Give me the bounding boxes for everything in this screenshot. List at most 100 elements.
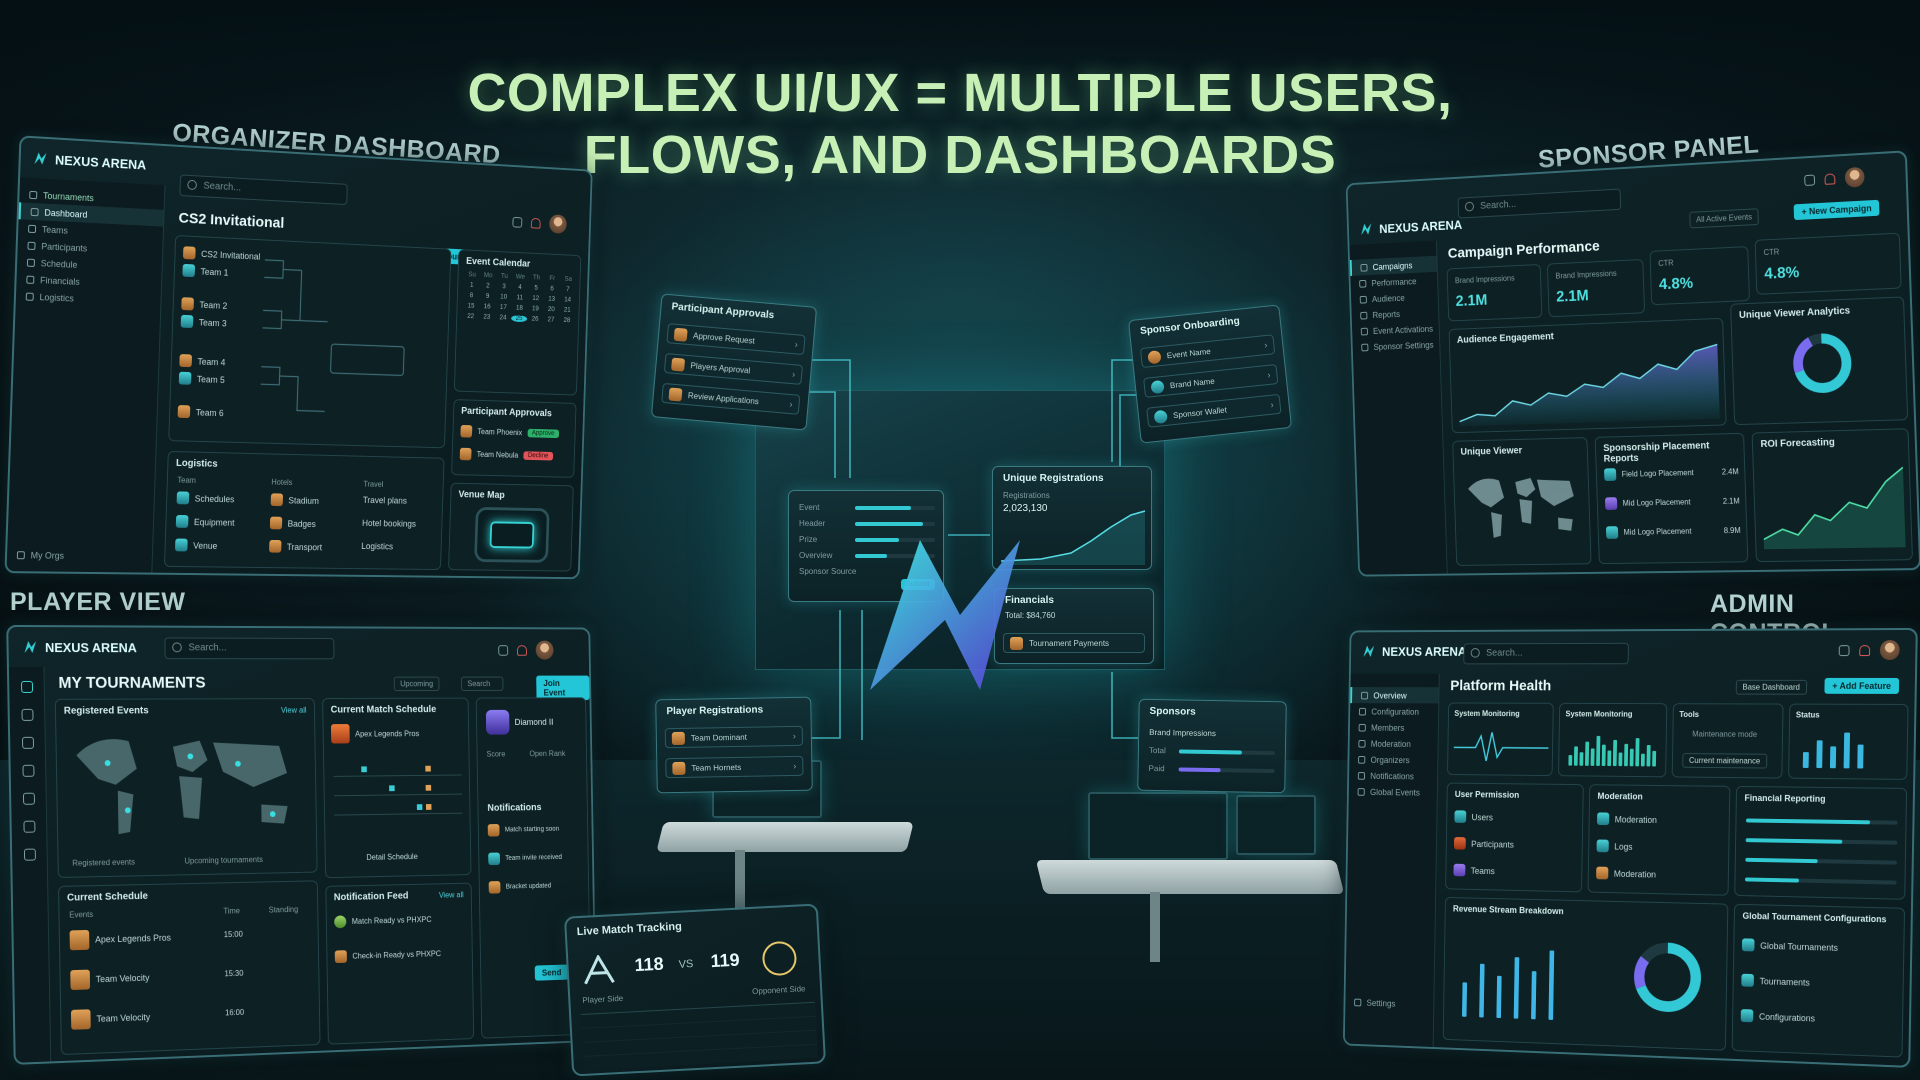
feed-item[interactable]: Match Ready vs PHXPC xyxy=(334,913,432,929)
calendar-date[interactable]: 11 xyxy=(516,294,524,302)
flow-row[interactable]: Brand Name› xyxy=(1143,364,1279,398)
sidebar-nav-icon[interactable] xyxy=(21,764,35,777)
notification-row[interactable]: Bracket updated xyxy=(488,880,552,894)
schedule-row[interactable]: Apex Legends Pros xyxy=(69,928,172,951)
flow-row[interactable]: Players Approval› xyxy=(663,352,803,385)
flow-row[interactable]: Team Dominant› xyxy=(664,725,804,749)
detail-schedule-button[interactable]: Detail Schedule xyxy=(366,852,418,862)
notification-row[interactable]: Match starting soon xyxy=(487,823,560,837)
flow-row[interactable]: Tournament Payments xyxy=(1003,633,1145,653)
flow-row[interactable]: Event Name› xyxy=(1139,334,1276,369)
sidebar-item-overview[interactable]: Overview xyxy=(1350,687,1439,704)
calendar-date[interactable]: 19 xyxy=(531,305,539,313)
bell-icon[interactable] xyxy=(1824,172,1836,185)
calendar-date[interactable]: 12 xyxy=(532,295,540,303)
calendar-date[interactable]: 1 xyxy=(469,281,474,289)
add-feature-button[interactable]: + Add Feature xyxy=(1824,677,1900,694)
settings-icon[interactable] xyxy=(1804,174,1816,186)
calendar-date[interactable]: 22 xyxy=(467,313,475,321)
moderation-row[interactable]: Moderation xyxy=(1596,866,1656,881)
new-campaign-button[interactable]: + New Campaign xyxy=(1793,199,1880,221)
feed-item[interactable]: Check-in Ready vs PHXPC xyxy=(334,947,441,964)
permission-row[interactable]: Users xyxy=(1454,810,1493,823)
avatar[interactable] xyxy=(535,640,554,660)
sidebar-item-settings[interactable]: Settings xyxy=(1345,994,1396,1012)
sponsor-event-filter[interactable]: All Active Events xyxy=(1689,208,1759,229)
flow-row[interactable]: Sponsor Wallet› xyxy=(1146,393,1282,428)
calendar-date[interactable]: 10 xyxy=(500,293,508,301)
config-row[interactable]: Global Tournaments xyxy=(1741,938,1838,954)
permission-row[interactable]: Teams xyxy=(1453,863,1495,877)
sidebar-nav-icon[interactable] xyxy=(22,820,35,833)
notification-row[interactable]: Team invite received xyxy=(488,851,562,866)
sidebar-nav-icon[interactable] xyxy=(20,680,33,693)
config-row[interactable]: Tournaments xyxy=(1741,973,1810,989)
flow-row[interactable]: Approve Request› xyxy=(666,323,806,356)
sidebar-item-sponsor-settings[interactable]: Sponsor Settings xyxy=(1352,336,1439,355)
sidebar-nav-icon[interactable] xyxy=(23,848,36,861)
calendar-date[interactable]: 28 xyxy=(563,317,571,325)
calendar-date[interactable]: 24 xyxy=(499,314,507,322)
avatar[interactable] xyxy=(1844,166,1865,188)
permission-row[interactable]: Participants xyxy=(1453,837,1514,851)
calendar-date[interactable]: 20 xyxy=(547,306,555,314)
moderation-row[interactable]: Moderation xyxy=(1597,812,1657,826)
bell-icon[interactable] xyxy=(516,644,527,656)
sidebar-item-configuration[interactable]: Configuration xyxy=(1350,703,1438,719)
sidebar-item-notifications[interactable]: Notifications xyxy=(1349,767,1437,784)
avatar[interactable] xyxy=(548,214,567,234)
avatar[interactable] xyxy=(1879,640,1900,661)
calendar-date[interactable]: 23 xyxy=(483,313,491,321)
send-button[interactable]: Send xyxy=(534,964,569,981)
bell-icon[interactable] xyxy=(530,217,541,229)
calendar-date[interactable]: 16 xyxy=(483,303,491,311)
calendar-date[interactable]: 21 xyxy=(563,306,571,314)
sidebar-nav-icon[interactable] xyxy=(22,792,35,805)
calendar-date[interactable]: 18 xyxy=(515,304,523,312)
calendar-date[interactable]: 9 xyxy=(485,293,490,300)
calendar-date[interactable]: 3 xyxy=(502,283,506,291)
registered-view-all-link[interactable]: View all xyxy=(280,705,307,715)
base-dashboard-button[interactable]: Base Dashboard xyxy=(1735,679,1807,695)
player-mini-search[interactable]: Search xyxy=(460,676,504,691)
sidebar-item-moderation[interactable]: Moderation xyxy=(1349,735,1437,752)
settings-icon[interactable] xyxy=(512,216,523,228)
organizer-search-input[interactable]: Search... xyxy=(179,174,348,206)
player-search-input[interactable]: Search... xyxy=(164,637,335,660)
schedule-row[interactable]: Team Velocity xyxy=(70,1007,150,1030)
settings-icon[interactable] xyxy=(1838,644,1850,656)
calendar-date[interactable]: 5 xyxy=(534,284,538,292)
calendar-date[interactable]: 13 xyxy=(548,295,556,303)
calendar-date[interactable]: 25 xyxy=(510,315,528,323)
schedule-row[interactable]: Team Velocity xyxy=(70,968,150,991)
sponsor-search-input[interactable]: Search... xyxy=(1457,188,1622,219)
calendar-date[interactable]: 6 xyxy=(550,285,554,293)
calendar-date[interactable]: 27 xyxy=(547,316,555,324)
sidebar-item-global-events[interactable]: Global Events xyxy=(1349,783,1437,800)
maintenance-button[interactable]: Current maintenance xyxy=(1682,753,1768,769)
sidebar-nav-icon[interactable] xyxy=(21,736,34,749)
calendar-date[interactable]: 4 xyxy=(518,284,522,291)
calendar-date[interactable]: 14 xyxy=(564,296,572,304)
calendar-date[interactable]: 15 xyxy=(467,302,475,310)
flow-row[interactable]: Team Hornets› xyxy=(665,755,804,779)
calendar-date[interactable]: 26 xyxy=(531,315,539,323)
settings-icon[interactable] xyxy=(498,644,509,656)
approve-button[interactable]: Approve xyxy=(527,428,559,439)
moderation-row[interactable]: Logs xyxy=(1596,839,1633,853)
player-filter-select[interactable]: Upcoming xyxy=(393,676,440,692)
sidebar-nav-icon[interactable] xyxy=(21,708,34,721)
admin-search-input[interactable]: Search... xyxy=(1463,642,1629,665)
bell-icon[interactable] xyxy=(1859,644,1871,656)
sidebar-item-members[interactable]: Members xyxy=(1350,719,1438,736)
sidebar-item-organizers[interactable]: Organizers xyxy=(1349,751,1437,768)
flow-row[interactable]: Review Applications› xyxy=(661,382,801,415)
calendar-date[interactable]: 7 xyxy=(566,286,570,294)
calendar-date[interactable]: 2 xyxy=(486,282,490,290)
calendar-date[interactable]: 8 xyxy=(469,292,474,300)
sidebar-footer-orgs[interactable]: My Orgs xyxy=(7,546,65,564)
config-row[interactable]: Configurations xyxy=(1740,1009,1815,1024)
decline-button[interactable]: Decline xyxy=(523,451,553,461)
calendar-date[interactable]: 17 xyxy=(499,304,507,312)
feed-view-all-link[interactable]: View all xyxy=(438,890,464,900)
